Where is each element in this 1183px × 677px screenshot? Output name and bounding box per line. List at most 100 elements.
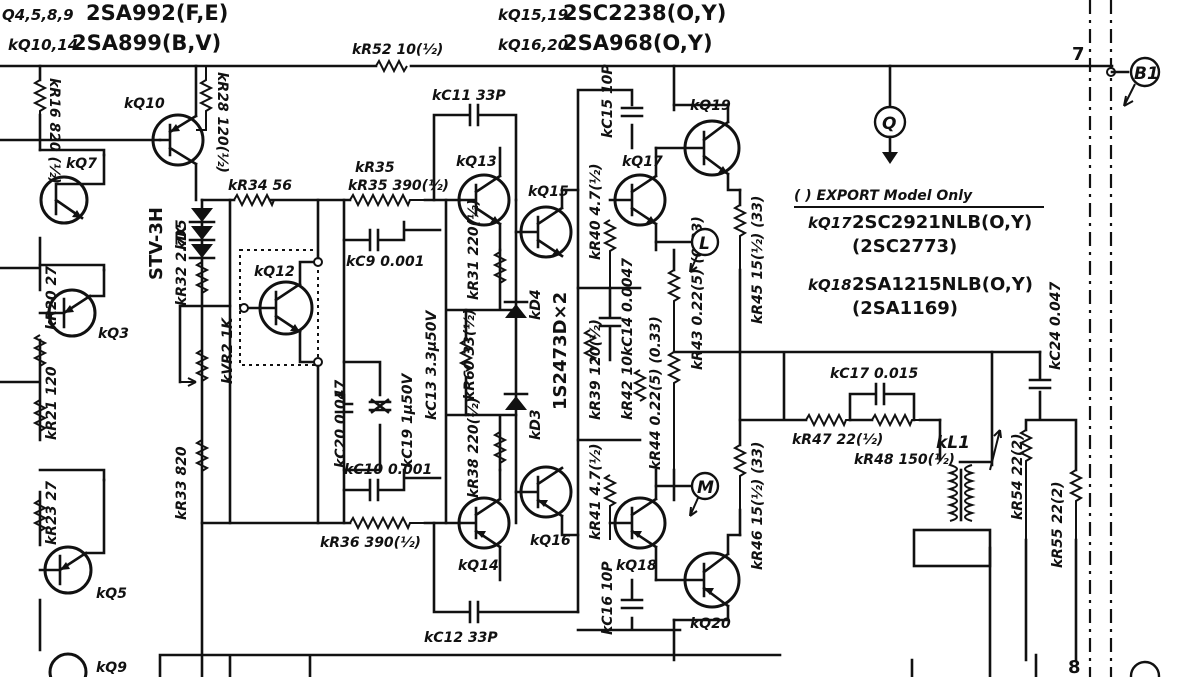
- transistor-kQ18: [608, 468, 667, 582]
- resistor-kR42: [632, 369, 648, 402]
- kC9-wires: [342, 220, 442, 242]
- label-kR32: kR32 2.7K: [174, 225, 190, 306]
- label-kC20: kC20 0.047: [333, 380, 349, 468]
- connector-b1: [1129, 56, 1161, 88]
- label-kR40: kR40 4.7(½): [588, 163, 604, 260]
- label-kR52: kR52 10(½): [352, 42, 443, 58]
- label-kR39: kR39 120(½): [588, 319, 604, 420]
- resistor-kR43: [666, 269, 682, 352]
- testpoint-l: [690, 227, 720, 257]
- resistor-kR52: [375, 58, 408, 74]
- label-kQ7: kQ7: [66, 156, 97, 172]
- capacitor-kC24: [1028, 378, 1052, 390]
- transistor-kQ7: [39, 153, 106, 225]
- label-kL1: kL1: [936, 433, 970, 453]
- transistor-kQ5: [38, 478, 106, 595]
- resistor-kR55: [1068, 469, 1084, 540]
- label-kR35: kR35 390(½): [348, 178, 449, 194]
- label-kR35-name: kR35: [355, 160, 395, 176]
- connector-b1-label: B1: [1134, 64, 1159, 84]
- capacitor-kC15: [620, 106, 644, 118]
- label-kC19: kC19 1μ50V: [400, 373, 416, 468]
- diode-kD4: [503, 300, 529, 318]
- capacitor-kC17: [874, 382, 886, 406]
- kC17-wires: [848, 392, 916, 422]
- label-kR55: kR55 22(2): [1050, 482, 1066, 568]
- resistor-kR16: [32, 79, 48, 150]
- label-kR31: kR31 220(½): [466, 199, 482, 300]
- resistor-kR40: [602, 219, 618, 288]
- label-kR38: kR38 220(½): [466, 397, 482, 498]
- transistor-kQ3: [38, 268, 106, 338]
- header-line4-prefix: kQ16,20: [498, 36, 568, 54]
- resistor-kR34: [233, 192, 276, 208]
- resistor-kR39: [582, 329, 598, 362]
- label-kD4: kD4: [528, 289, 544, 320]
- resistor-kR33: [194, 439, 210, 472]
- label-kR46: kR46 15(½) (33): [750, 442, 766, 570]
- label-kC17: kC17 0.015: [830, 366, 918, 382]
- label-kR23: kR23 27: [44, 481, 60, 545]
- label-kQ14: kQ14: [458, 558, 499, 574]
- capacitor-kC10: [368, 478, 380, 502]
- testpoint-m-label: M: [697, 478, 714, 498]
- export-q17-prefix: kQ17: [808, 214, 852, 232]
- diode-array-label: 1S2473D×2: [550, 292, 571, 410]
- kC15-wires: [576, 88, 634, 614]
- transistor-kQ10: [151, 64, 205, 202]
- label-kC13: kC13 3.3μ50V: [424, 309, 440, 420]
- label-kC16: kC16 10P: [600, 561, 616, 635]
- kQ12-frame: [239, 249, 319, 366]
- header-line1-prefix: Q4,5,8,9: [2, 6, 74, 24]
- label-kC11: kC11 33P: [432, 88, 506, 104]
- label-kC10: kC10 0.001: [344, 462, 432, 478]
- label-kC24: kC24 0.047: [1048, 282, 1064, 370]
- wire-q3-top: [38, 263, 106, 272]
- label-kD3: kD3: [528, 409, 544, 440]
- resistor-kR35: [349, 192, 425, 208]
- inductor-kL1: [910, 350, 994, 677]
- miller-frame: [432, 113, 580, 614]
- resistor-kR45: [732, 204, 748, 270]
- label-kQ15: kQ15: [528, 184, 569, 200]
- transistor-kQ12: [242, 260, 320, 364]
- header-line1-part: 2SA992(F,E): [86, 1, 228, 25]
- label-kC9: kC9 0.001: [346, 254, 424, 270]
- label-kR36: kR36 390(½): [320, 535, 421, 551]
- testpoint-q-label: Q: [882, 114, 896, 134]
- label-kQ17: kQ17: [622, 154, 663, 170]
- kC16-wires: [576, 578, 682, 632]
- transistor-kQ20: [654, 533, 742, 622]
- export-q17-part: 2SC2921NLB(O,Y): [852, 212, 1032, 233]
- label-kQ3: kQ3: [98, 326, 129, 342]
- resistor-kVR2: [194, 349, 210, 382]
- capacitor-kC12: [468, 600, 480, 624]
- wire-q7-top: [38, 148, 106, 157]
- label-kR41: kR41 4.7(½): [588, 443, 604, 540]
- export-q18-prefix: kQ18: [808, 276, 852, 294]
- part-list-header: Q4,5,8,9 2SA992(F,E) kQ10,14 2SA899(B,V)…: [2, 1, 726, 55]
- header-line3-prefix: kQ15,19: [498, 6, 568, 24]
- label-kR47: kR47 22(½): [792, 432, 883, 448]
- transistor-kQ9-body: [48, 652, 88, 677]
- vr-wire: [178, 304, 232, 384]
- transistor-kQ16: [514, 465, 580, 537]
- label-kC12: kC12 33P: [424, 630, 498, 646]
- transistor-kQ15: [514, 188, 580, 259]
- capacitor-kC11: [468, 103, 480, 127]
- resistor-kR31: [492, 251, 508, 284]
- export-note-title: ( ) EXPORT Model Only: [794, 188, 973, 204]
- resistor-kR32: [194, 261, 210, 294]
- capacitor-kC14: [598, 286, 622, 362]
- header-line3-part: 2SC2238(O,Y): [563, 1, 726, 25]
- label-kQ9: kQ9: [96, 660, 127, 676]
- label-kR60: kR60 33(½): [462, 309, 478, 400]
- label-kR33: kR33 820: [174, 446, 190, 520]
- testpoint-l-label: L: [699, 234, 710, 254]
- capacitor-kC19: [368, 398, 392, 414]
- resistor-kR46: [732, 444, 748, 510]
- pin-7: 7: [1072, 44, 1085, 65]
- wire-q5-top: [38, 468, 106, 482]
- label-kR21: kR21 120: [44, 366, 60, 440]
